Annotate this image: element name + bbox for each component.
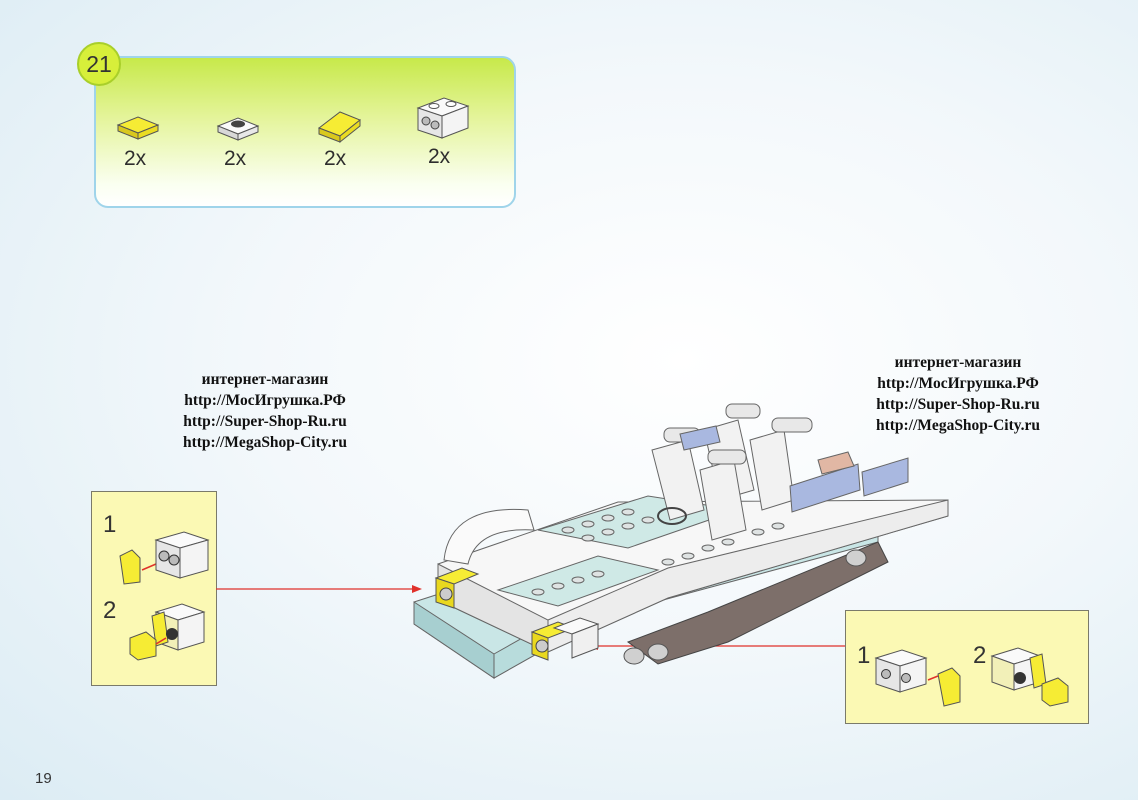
part-qty: 2x: [224, 147, 247, 170]
substep-number: 2: [103, 597, 117, 624]
shop-watermark-right: интернет-магазин http://МосИгрушка.РФ ht…: [843, 352, 1073, 436]
part-qty: 2x: [324, 147, 347, 170]
shop-link: http://Super-Shop-Ru.ru: [876, 396, 1040, 413]
shop-link: http://МосИгрушка.РФ: [877, 375, 1039, 392]
callout-left-illustration: [119, 531, 210, 661]
shop-label: интернет-магазин: [894, 354, 1022, 371]
white-1x2-bracket-brick-icon: [416, 97, 470, 139]
substep-number: 1: [857, 642, 871, 669]
part-qty: 2x: [124, 147, 147, 170]
shop-link: http://Super-Shop-Ru.ru: [183, 413, 347, 430]
substep-number: 2: [973, 642, 987, 669]
step-number-badge: 21: [77, 42, 121, 86]
car-model-illustration: [413, 403, 949, 679]
white-1x1-round-plate-icon: [216, 117, 260, 141]
shop-link: http://MegaShop-City.ru: [875, 417, 1041, 434]
shop-link: http://MegaShop-City.ru: [182, 434, 348, 451]
page-number: 19: [35, 770, 52, 787]
shop-watermark-left: интернет-магазин http://МосИгрушка.РФ ht…: [150, 369, 380, 453]
callout-right-illustration: [874, 647, 1069, 707]
shop-label: интернет-магазин: [201, 371, 329, 388]
yellow-1x1-slope-icon: [317, 111, 361, 144]
part-qty: 2x: [428, 145, 451, 168]
yellow-1x1-tile-icon: [116, 116, 160, 140]
substep-number: 1: [103, 511, 117, 538]
shop-link: http://МосИгрушка.РФ: [184, 392, 346, 409]
